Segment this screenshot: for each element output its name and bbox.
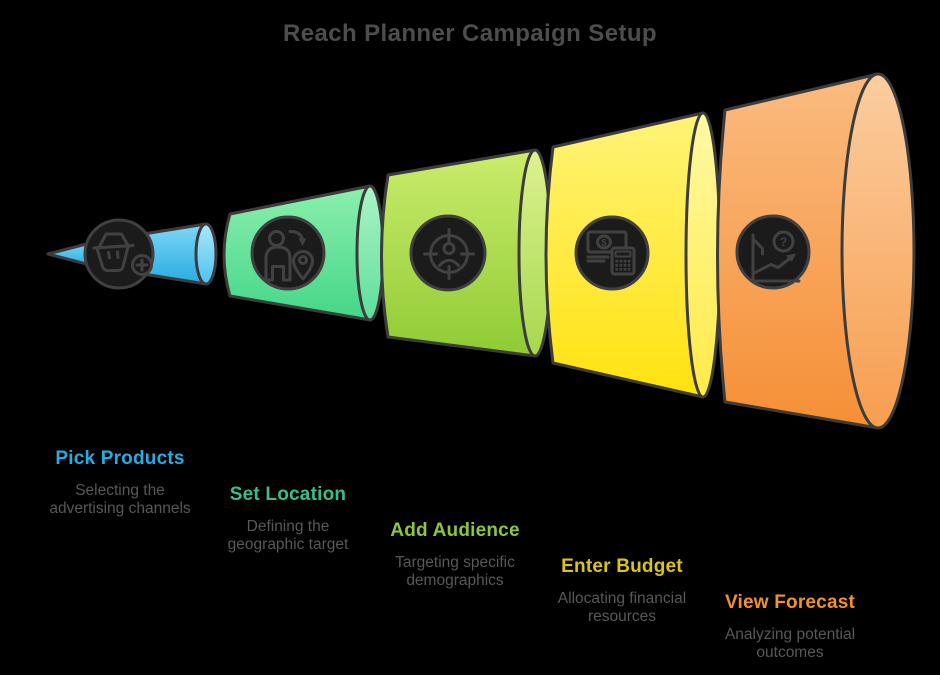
stage-description: Targeting specific demographics: [395, 554, 515, 589]
budget-calculator-icon: $: [586, 230, 636, 276]
diagram-title: Reach Planner Campaign Setup: [283, 20, 657, 47]
stage-description: Defining the geographic target: [227, 518, 349, 553]
dollar-glyph: $: [601, 238, 607, 249]
stage-label: Pick Products: [55, 448, 185, 469]
stage-block-enter-budget: Enter Budget Allocating financial resour…: [532, 556, 712, 626]
funnel-segment-view-forecast: [716, 72, 916, 430]
stage-block-add-audience: Add Audience Targeting specific demograp…: [365, 520, 545, 590]
basket-add-icon: [92, 232, 153, 276]
stage-block-pick-products: Pick Products Selecting the advertising …: [30, 448, 210, 518]
stage-block-view-forecast: View Forecast Analyzing potential outcom…: [700, 592, 880, 662]
forecast-chart-icon: ?: [751, 230, 801, 283]
question-glyph: ?: [780, 235, 787, 249]
stage-description: Analyzing potential outcomes: [724, 626, 856, 661]
stage-label: Add Audience: [390, 520, 520, 541]
stage-description: Allocating financial resources: [557, 590, 687, 625]
segment-cap: [684, 111, 722, 399]
stage-label: Enter Budget: [561, 556, 683, 577]
stage-description: Selecting the advertising channels: [49, 482, 191, 517]
icon-circle-view-forecast: [735, 214, 811, 290]
audience-target-icon: [423, 228, 475, 280]
segment-cap: [194, 222, 218, 286]
stage-label: View Forecast: [724, 592, 856, 613]
stage-block-set-location: Set Location Defining the geographic tar…: [198, 484, 378, 554]
segment-cap: [355, 184, 385, 322]
person-location-icon: [264, 230, 314, 282]
funnel-segment-enter-budget: [544, 111, 722, 399]
stage-label: Set Location: [229, 484, 347, 505]
segment-cap: [840, 72, 916, 430]
